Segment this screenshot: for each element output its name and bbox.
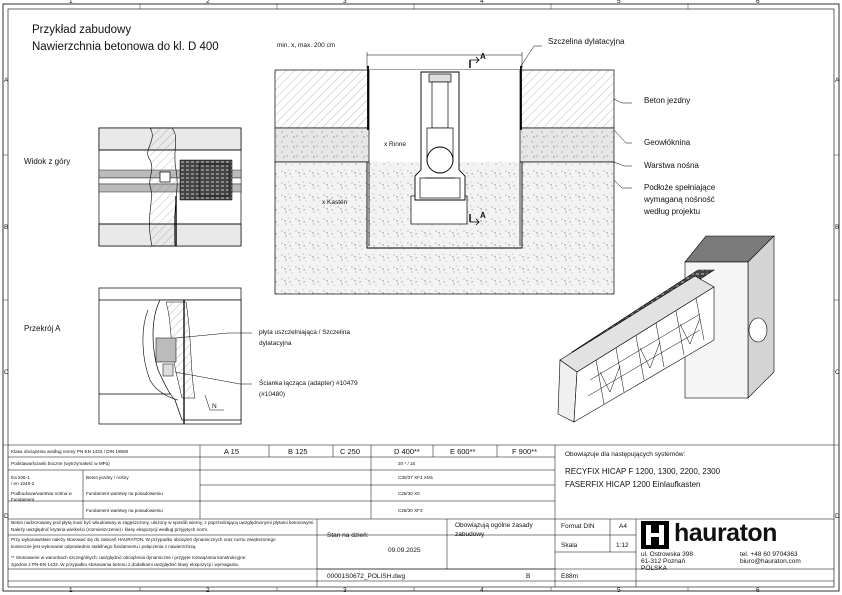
table-note-3: Przy wykonawstwie należy stosować się do… (11, 537, 276, 542)
load-class-header: Klasa obciążenia według normy PN EN 1433… (11, 449, 129, 454)
grid-col-5-bottom: 5 (617, 587, 621, 594)
grid-col-5: 5 (617, 0, 621, 5)
grid-row-a: A (4, 77, 9, 84)
bearing-layer-callout: Warstwa nośna (644, 161, 699, 170)
subsoil-callout-line-1: Podłoże spełniające (644, 183, 716, 192)
drawing-title-line-1: Przykład zabudowy (32, 24, 132, 36)
company-address-1: ul. Ostrowska 398 (641, 551, 694, 558)
load-class-d400: D 400** (394, 447, 420, 456)
systems-line-2: FASERFIX HICAP 1200 Einlaufkasten (565, 480, 701, 489)
exposure-a-value: C30/37 XF4 XM1 (398, 475, 434, 480)
grid-col-6-bottom: 6 (756, 587, 760, 594)
top-view-drawing (98, 127, 242, 247)
kasten-label: x Kasten (322, 199, 348, 206)
systems-line-1: RECYFIX HICAP F 1200, 1300, 2200, 2300 (565, 467, 721, 476)
section-a-drawing (98, 287, 252, 425)
sealing-callout-line-2: dylatacyjna (259, 340, 292, 347)
grid-col-1: 1 (69, 0, 73, 5)
grid-col-3-bottom: 3 (343, 587, 347, 594)
grid-row-a-right: A (835, 77, 840, 84)
exposure-b-left-line-1: Podbudowa/warstwa nośna w (11, 491, 72, 496)
exposure-b-value: C25/30 X0 (398, 491, 420, 496)
load-class-e600: E 600** (450, 447, 476, 456)
dimension-label: min. x, max. 200 cm (277, 42, 336, 49)
status-date-label: Stan na dzień: (327, 532, 369, 539)
grid-row-c-right: C (835, 369, 840, 376)
exposure-c-value: C25/30 XF3 (398, 508, 423, 513)
grid-col-3: 3 (343, 0, 347, 5)
exposure-standard-line-2: / en 1045-2 (11, 481, 35, 486)
load-class-b125: B 125 (288, 447, 308, 456)
table-note-4: konieczne jest wykonanie odpowiednio sta… (11, 544, 197, 549)
expansion-joint-callout: Szczelina dylatacyjna (548, 37, 625, 46)
format-value: A4 (619, 523, 627, 530)
company-address-3: POLSKA (641, 565, 668, 572)
hauraton-logo-mark (641, 521, 669, 549)
section-a-label: Przekrój A (24, 324, 61, 333)
subsoil-callout-line-3: według projektu (644, 207, 701, 216)
north-mark: N (212, 403, 217, 410)
revision-letter: B (526, 573, 531, 580)
cross-section-drawing (274, 45, 632, 295)
adapter-callout-line-1: Ścianka łącząca (adapter) #10479 (259, 380, 358, 387)
strength-row-label: Podstawa/ścianki boczne (wytrzymałość w … (11, 461, 110, 466)
format-label: Format DIN (561, 523, 595, 530)
grid-col-4-bottom: 4 (480, 587, 484, 594)
exposure-b-left-line-2: Fundament (11, 497, 35, 502)
concrete-callout: Beton jezdny (644, 96, 691, 105)
drawing-title-line-2: Nawierzchnia betonowa do kl. D 400 (32, 41, 219, 53)
grid-col-6: 6 (756, 0, 760, 5)
grid-row-d-right: D (835, 513, 840, 520)
exposure-a-label: Beton jezdny / nośny (86, 475, 129, 480)
grid-row-b: B (4, 224, 9, 231)
general-terms-line-2: zabudowy (455, 531, 485, 538)
exposure-c-label: Fundament warstwy na posadowieniu (86, 508, 163, 513)
adapter-callout-line-2: (#10480) (259, 391, 286, 398)
subsoil-callout-line-2: wymaganą nośność (644, 195, 715, 204)
company-address-2: 61-312 Poznań (641, 558, 686, 565)
rinne-label: x Rinne (384, 141, 407, 148)
grid-col-4: 4 (480, 0, 484, 5)
exposure-b-label: Fundament warstwy na posadowieniu (86, 491, 163, 496)
company-logo-text: hauraton (674, 519, 777, 547)
file-name: 00001S0672_POLISH.dwg (327, 573, 406, 580)
load-class-f900: F 900** (512, 447, 538, 456)
top-view-label: Widok z góry (24, 157, 71, 166)
grid-col-1-bottom: 1 (69, 587, 73, 594)
table-grid (8, 444, 834, 587)
grid-col-2-bottom: 2 (206, 587, 210, 594)
table-note-6: zgodnie z PN-EN 1433. W przypadku stosow… (11, 562, 240, 567)
grid-row-d: D (4, 513, 9, 520)
section-mark-top: A (480, 52, 486, 61)
grid-row-b-right: B (835, 224, 840, 231)
sealing-callout-line-1: płyta uszczelniająca / Szczelina (259, 329, 351, 336)
scale-value: 1:12 (616, 542, 629, 549)
company-email: biuro@hauraton.com (740, 558, 801, 565)
load-class-a15: A 15 (224, 447, 240, 456)
product-isometric-drawing (557, 235, 775, 423)
exposure-standard-line-1: Ea 206-1 (11, 475, 30, 480)
load-class-c250: C 250 (340, 447, 361, 456)
table-note-1: Beton nadzorowany pod płytą musi być wbu… (11, 520, 315, 525)
systems-header: Obowiązuje dla następujących systemów: (565, 451, 686, 458)
status-date-value: 09.09.2025 (388, 547, 421, 554)
company-phone: tel. +48 60 9704363 (740, 551, 798, 558)
sheet-code: E88m (561, 573, 578, 580)
section-mark-bottom: A (480, 211, 486, 220)
table-note-5: ** Stosowanie w warunkach szczególnych: … (11, 555, 246, 560)
grid-col-2: 2 (206, 0, 210, 5)
scale-label: Skala (561, 542, 578, 549)
strength-row-value: 20 * / 15 (398, 461, 416, 466)
grid-row-c: C (4, 369, 9, 376)
general-terms-line-1: Obowiązują ogólne zasady (455, 522, 533, 529)
table-note-2: Należy uwzględnić kryteria wielkości (ro… (11, 527, 209, 532)
geotextile-callout: Geowłóknina (644, 138, 691, 147)
